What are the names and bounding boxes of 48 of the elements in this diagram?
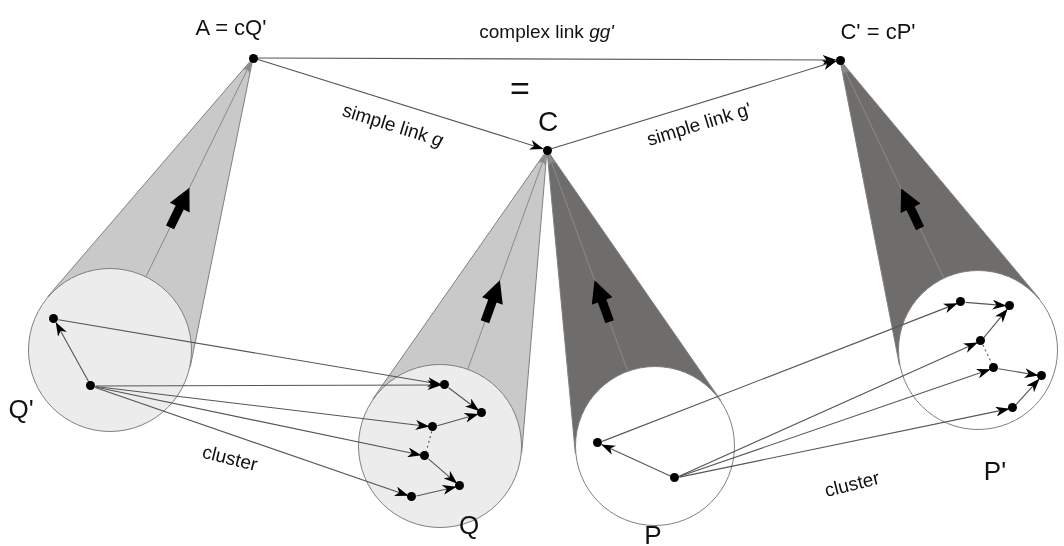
- arrow: [256, 54, 837, 65]
- arrow: [427, 458, 458, 484]
- point-dot: [407, 492, 416, 501]
- arrow: [997, 368, 1039, 379]
- circle-label: Q': [8, 396, 34, 422]
- arrow: [436, 413, 479, 427]
- arrow: [448, 387, 480, 411]
- cluster-label: cluster: [822, 468, 882, 500]
- point-dot: [455, 481, 464, 490]
- circle-label: P': [983, 458, 1007, 484]
- arrow: [678, 342, 978, 477]
- circle-label: Q: [458, 512, 480, 538]
- arrow: [94, 386, 422, 458]
- point-dot: [477, 408, 486, 417]
- point-dot: [420, 451, 429, 460]
- arrow: [94, 380, 442, 391]
- arrow: [678, 368, 991, 478]
- circle-label: P: [644, 522, 662, 546]
- point-dot: [86, 381, 95, 390]
- arrow: [256, 58, 544, 150]
- arrow: [983, 308, 1008, 339]
- arrow: [415, 485, 457, 497]
- point-dot: [989, 363, 998, 372]
- point-dot: [976, 336, 985, 345]
- arrow: [678, 406, 1010, 478]
- arrow: [94, 386, 409, 497]
- arrow: [94, 386, 430, 430]
- arrow: [550, 60, 837, 150]
- point-dot: [593, 438, 602, 447]
- point-dot: [670, 473, 679, 482]
- point-label: A = cQ': [195, 17, 267, 39]
- point-dot: [956, 297, 965, 306]
- arrow: [1015, 378, 1040, 406]
- point-label: C: [537, 108, 559, 136]
- arrow: [601, 303, 958, 442]
- arrow: [601, 444, 672, 477]
- arrow: [964, 299, 1007, 310]
- arrow: [55, 322, 90, 383]
- point-label: C' = cP': [840, 21, 916, 43]
- cluster-label: cluster: [200, 442, 260, 474]
- point-dot: [1005, 301, 1014, 310]
- equals-sign: =: [510, 71, 530, 105]
- point-dot: [1037, 371, 1046, 380]
- point-dot: [428, 422, 437, 431]
- arrow: [57, 319, 442, 387]
- point-dot: [440, 380, 449, 389]
- point-dot: [49, 314, 58, 323]
- point-dot: [1008, 403, 1017, 412]
